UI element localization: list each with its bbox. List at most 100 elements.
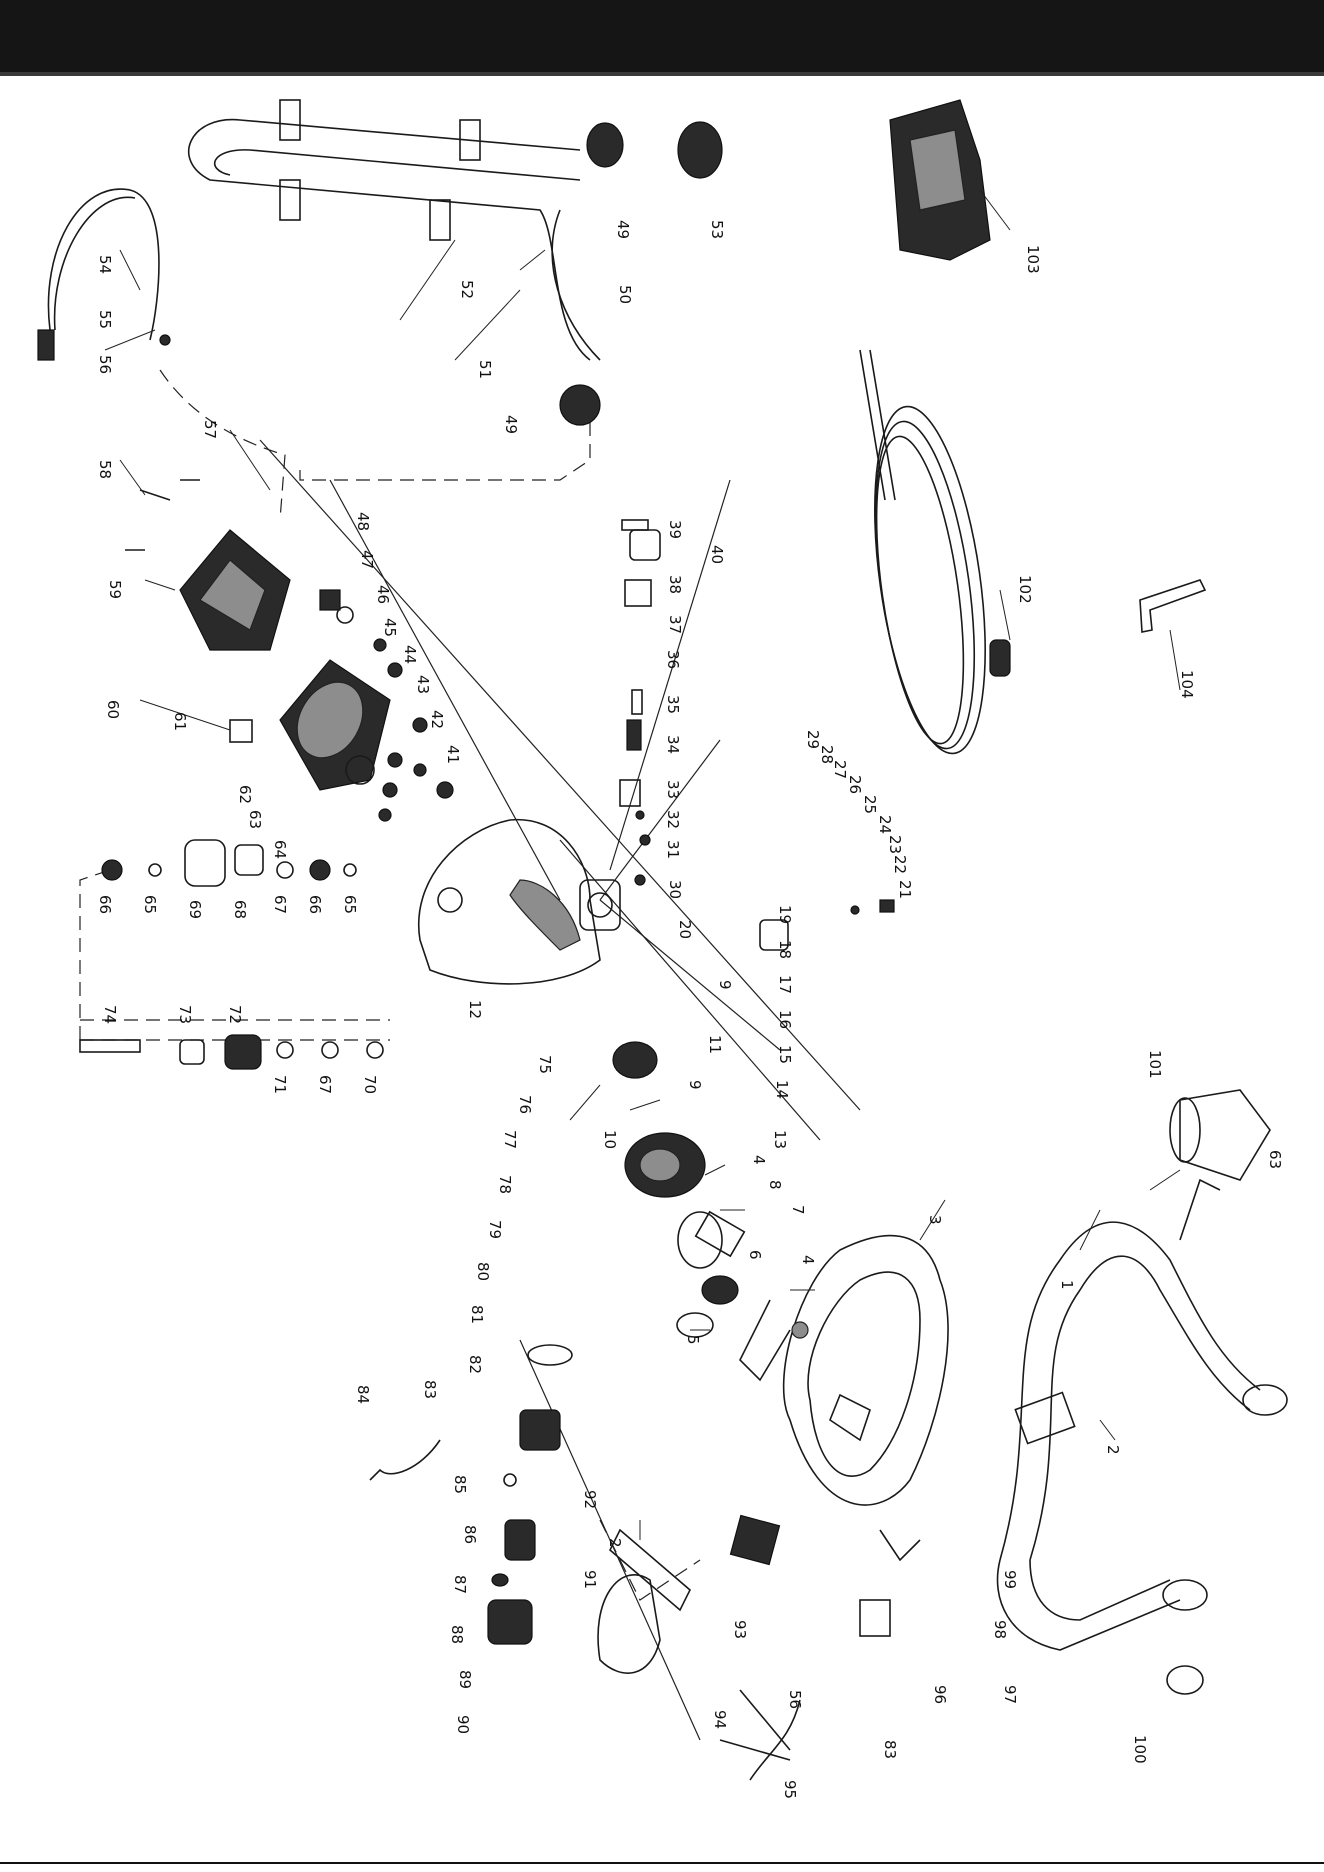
callout-36: 36 [664, 650, 682, 669]
callout-11: 11 [706, 1035, 724, 1054]
callout-6: 6 [746, 1250, 764, 1260]
callout-83: 83 [421, 1380, 439, 1399]
callout-90: 90 [454, 1715, 472, 1734]
part-fittings [559, 121, 723, 426]
callout-82: 82 [466, 1355, 484, 1374]
part-gearbox-body [417, 818, 621, 985]
callout-61: 61 [171, 712, 189, 731]
callout-21: 21 [896, 880, 914, 899]
callout-25: 25 [861, 795, 879, 814]
callout-12: 12 [466, 1000, 484, 1019]
callout-50: 50 [616, 285, 634, 304]
callout-71: 71 [271, 1075, 289, 1094]
callout-83: 83 [881, 1740, 899, 1759]
callout-96: 96 [931, 1685, 949, 1704]
callout-80: 80 [474, 1262, 492, 1281]
part-hose-coil [859, 349, 1011, 755]
part-fluid-line-components [319, 519, 895, 951]
callout-103: 103 [1024, 245, 1042, 274]
callout-7: 7 [789, 1205, 807, 1215]
callout-13: 13 [771, 1130, 789, 1149]
callout-53: 53 [708, 220, 726, 239]
callout-60: 60 [104, 700, 122, 719]
callout-9: 9 [716, 980, 734, 990]
leader-lines [104, 189, 1181, 1540]
callout-59: 59 [106, 580, 124, 599]
callout-104: 104 [1178, 670, 1196, 699]
callout-64: 64 [271, 840, 289, 859]
callout-37: 37 [666, 615, 684, 634]
callout-31: 31 [664, 840, 682, 859]
callout-67: 67 [316, 1075, 334, 1094]
callout-63: 63 [1266, 1150, 1284, 1169]
callout-102: 102 [1016, 575, 1034, 604]
callout-22: 22 [891, 855, 909, 874]
header-bar [0, 0, 1324, 72]
callout-2: 2 [606, 1538, 624, 1548]
callout-86: 86 [461, 1525, 479, 1544]
callout-70: 70 [361, 1075, 379, 1094]
callout-54: 54 [96, 255, 114, 274]
part-power-cord [37, 188, 171, 361]
callout-38: 38 [666, 575, 684, 594]
dashed-connectors [79, 369, 701, 1601]
part-nozzle-components [79, 839, 384, 1070]
header-underline [0, 72, 1324, 76]
callout-23: 23 [886, 835, 904, 854]
callout-51: 51 [476, 360, 494, 379]
callout-5: 5 [684, 1335, 702, 1345]
callout-24: 24 [876, 815, 894, 834]
callout-63: 63 [246, 810, 264, 829]
callout-2: 2 [1104, 1445, 1122, 1455]
callout-66: 66 [306, 895, 324, 914]
callout-28: 28 [818, 745, 836, 764]
callout-101: 101 [1146, 1050, 1164, 1079]
part-spray-gun [889, 99, 991, 261]
callout-27: 27 [831, 760, 849, 779]
callout-65: 65 [341, 895, 359, 914]
callout-46: 46 [374, 585, 392, 604]
callout-79: 79 [486, 1220, 504, 1239]
part-hex-key [1139, 579, 1207, 633]
callout-30: 30 [666, 880, 684, 899]
callout-72: 72 [226, 1005, 244, 1024]
callout-1: 1 [1058, 1280, 1076, 1290]
callout-76: 76 [516, 1095, 534, 1114]
callout-58: 58 [96, 460, 114, 479]
callout-49: 49 [502, 415, 520, 434]
part-motor [229, 659, 391, 791]
part-end-caps [1166, 1089, 1271, 1695]
callout-29: 29 [804, 730, 822, 749]
callout-68: 68 [231, 900, 249, 919]
callout-16: 16 [776, 1010, 794, 1029]
callout-44: 44 [401, 645, 419, 664]
callout-4: 4 [799, 1255, 817, 1265]
callout-48: 48 [354, 512, 372, 531]
callout-89: 89 [456, 1670, 474, 1689]
callout-85: 85 [451, 1475, 469, 1494]
callout-92: 92 [581, 1490, 599, 1509]
callout-33: 33 [664, 780, 682, 799]
part-hose [187, 99, 601, 361]
callout-99: 99 [1001, 1570, 1019, 1589]
callout-93: 93 [731, 1620, 749, 1639]
callout-100: 100 [1131, 1735, 1149, 1764]
callout-52: 52 [458, 280, 476, 299]
part-motor-cover [179, 529, 291, 651]
callout-20: 20 [676, 920, 694, 939]
callout-17: 17 [776, 975, 794, 994]
callout-43: 43 [414, 675, 432, 694]
footer-rule [0, 1862, 1324, 1864]
callout-75: 75 [536, 1055, 554, 1074]
callout-19: 19 [776, 905, 794, 924]
callout-32: 32 [664, 810, 682, 829]
callout-14: 14 [773, 1080, 791, 1099]
callout-67: 67 [271, 895, 289, 914]
callout-40: 40 [708, 545, 726, 564]
part-handlebar-frame [996, 1178, 1288, 1651]
callout-84: 84 [354, 1385, 372, 1404]
part-housing-shell [739, 1234, 949, 1506]
callout-62: 62 [236, 785, 254, 804]
callout-88: 88 [448, 1625, 466, 1644]
